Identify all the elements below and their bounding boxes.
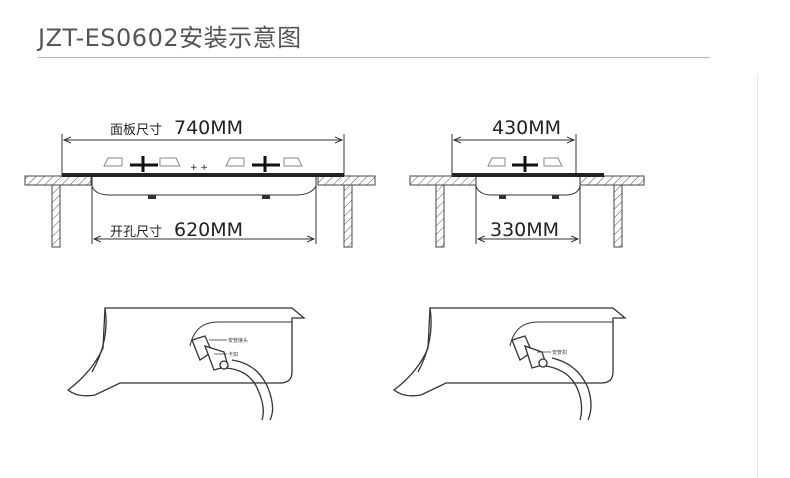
cooktop-small-diagram: 430MM 330MM xyxy=(409,117,645,248)
burner-right-icon xyxy=(225,156,303,172)
small-burner-icon xyxy=(487,156,563,172)
right-divider xyxy=(757,74,758,478)
small-countertop-right xyxy=(579,175,645,186)
title-divider xyxy=(38,57,710,58)
small-cooktop-body xyxy=(475,177,581,196)
countertop-right xyxy=(317,175,376,186)
small-cutout-size-value: 330MM xyxy=(490,219,559,241)
knob-marks: + + xyxy=(190,163,208,173)
countertop-left xyxy=(24,175,92,186)
small-countertop-left xyxy=(409,175,477,186)
panel-size-label: 面板尺寸 xyxy=(110,123,162,138)
small-panel-size-value: 430MM xyxy=(492,117,561,139)
gas-connection-detail-right xyxy=(392,307,627,421)
cooktop-large-diagram: 面板尺寸 740MM + + xyxy=(24,117,376,248)
cabinet-wall-right xyxy=(343,184,353,248)
small-cabinet-wall-left xyxy=(435,184,445,248)
detail-left-label-1: 安管接头 xyxy=(228,337,248,344)
cutout-size-value: 620MM xyxy=(174,219,243,241)
cabinet-wall-left xyxy=(51,184,61,248)
burner-left-icon xyxy=(103,156,181,172)
cooktop-body xyxy=(91,177,317,196)
detail-right-label-1: 安管扣 xyxy=(552,349,567,356)
page-title: JZT-ES0602安装示意图 xyxy=(38,24,302,52)
panel-size-value: 740MM xyxy=(174,117,243,139)
detail-left-label-2: 卡扣 xyxy=(228,351,238,358)
glass-panel xyxy=(62,173,344,177)
gas-connection-detail-left xyxy=(66,307,306,421)
small-cabinet-wall-right xyxy=(613,184,623,248)
small-glass-panel xyxy=(452,173,604,177)
cutout-size-label: 开孔尺寸 xyxy=(110,225,162,240)
